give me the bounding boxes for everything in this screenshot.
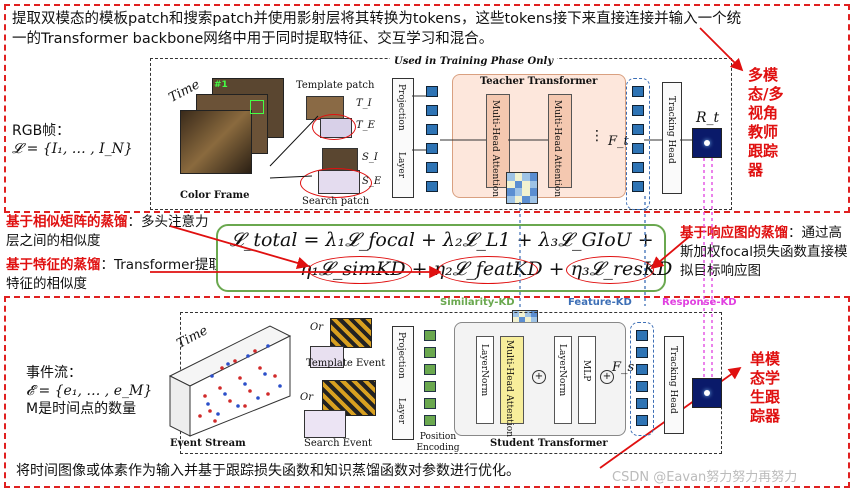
event-title: 事件流： [26, 365, 82, 381]
similarity-kd-label: Similarity-KD [440, 297, 515, 308]
student-feature-kd-outline [630, 322, 654, 436]
similarity-kd-title: 基于相似矩阵的蒸馏 [6, 214, 128, 230]
student-mlp-text: MLP [581, 360, 591, 382]
student-tracking-head-text: Tracking Head [668, 346, 678, 414]
feature-kd-note: 基于特征的蒸馏：Transformer提取特征的相似度 [6, 256, 228, 294]
or-label-1: Or [310, 322, 323, 333]
event-stream-note: 事件流： 𝓔 = {e₁, … , e_M} M是时间点的数量 [26, 364, 176, 418]
feature-kd-title: 基于特征的蒸馏 [6, 257, 101, 273]
student-layernorm-2-text: LayerNorm [557, 344, 567, 397]
student-add-1: + [532, 370, 546, 384]
teacher-transformer-title: Teacher Transformer [480, 76, 598, 87]
teacher-mha-2-text: Multi-Head Attention [552, 100, 562, 197]
rgb-title: RGB帧： [12, 123, 71, 139]
teacher-feature-kd-outline [626, 78, 650, 210]
bottom-description: 将时间图像或体素作为输入并基于跟踪损失函数和知识蒸馏函数对参数进行优化。 [16, 463, 520, 479]
teacher-mha-2 [548, 94, 572, 188]
teacher-projection-text: Projection [396, 84, 406, 131]
student-transformer-title: Student Transformer [490, 438, 608, 449]
te-label: T_E [356, 120, 375, 131]
teacher-rt-label: R_t [696, 110, 720, 126]
template-voxel [330, 318, 372, 348]
search-voxel [322, 380, 376, 416]
ti-label: T_I [356, 98, 372, 109]
teacher-projection-layer [392, 78, 414, 198]
watermark: CSDN @Eavan努力努力再努力 [612, 470, 798, 485]
simkd-highlight [308, 256, 412, 284]
similarity-kd-text: ：多头注意力层之间的相似度 [6, 214, 209, 249]
student-fs-label: F_s [612, 360, 635, 375]
search-event-label: Search Event [304, 438, 373, 449]
student-add-2: + [600, 370, 614, 384]
si-label: S_I [362, 152, 378, 163]
student-projection-text: Projection [396, 332, 406, 379]
event-formula: 𝓔 = {e₁, … , e_M} [26, 383, 153, 399]
response-kd-text: ：通过高斯加权focal损失函数直接模拟目标响应图 [680, 225, 848, 279]
search-event-highlight [300, 168, 372, 198]
teacher-input-tokens [426, 86, 438, 192]
teacher-transformer-block [452, 74, 626, 198]
template-event-frame [310, 346, 344, 368]
teacher-output-tokens [632, 86, 644, 192]
reskd-highlight [566, 256, 654, 284]
template-patch-label: Template patch [296, 80, 375, 91]
color-frame-label: Color Frame [180, 190, 250, 201]
feature-kd-label: Feature-KD [568, 297, 632, 308]
student-tracking-head [664, 336, 684, 434]
student-mlp [578, 336, 596, 424]
teacher-section-frame [4, 4, 850, 213]
student-input-tokens [424, 330, 436, 426]
response-kd-label: Response-KD [662, 297, 737, 308]
teacher-response-map [692, 128, 722, 158]
teacher-ellipsis: ⋮ [590, 128, 604, 144]
frame-marker: #1 [214, 80, 228, 90]
rgb-frames-note: RGB帧： 𝓛 = {I₁, … , I_N} [12, 122, 142, 158]
search-patch-label: Search patch [302, 196, 370, 207]
response-kd-title: 基于响应图的蒸馏 [680, 225, 788, 241]
student-layernorm-2 [554, 336, 572, 424]
student-projection-layer [392, 326, 414, 440]
teacher-tracker-label: 多模态/多视角教师跟踪器 [748, 66, 784, 179]
student-tracker-label: 单模态学生跟踪器 [750, 350, 781, 425]
event-desc: M是时间点的数量 [26, 401, 137, 417]
teacher-ft-label: F_t [608, 134, 629, 149]
target-box [250, 100, 264, 114]
event-stream-label: Event Stream [170, 438, 246, 449]
student-response-map [692, 378, 722, 408]
student-layer-text: Layer [396, 398, 406, 425]
feature-kd-text: ：Transformer提取特征的相似度 [6, 257, 223, 292]
or-label-2: Or [300, 392, 313, 403]
top-description: 提取双模态的模板patch和搜索patch并使用影射层将其转换为tokens，这… [12, 11, 742, 47]
teacher-tracking-head-text: Tracking Head [666, 96, 676, 164]
se-label: S_E [362, 176, 382, 187]
student-layernorm-1 [476, 336, 494, 424]
template-event-highlight [312, 114, 356, 140]
teacher-attention-grid [506, 172, 538, 204]
loss-line-1: 𝓛_total = λ₁𝓛_focal + λ₂𝓛_L1 + λ₃𝓛_GIoU … [230, 229, 654, 251]
student-section-frame [4, 296, 850, 488]
teacher-mha-1-text: Multi-Head Attention [490, 100, 500, 197]
response-kd-note: 基于响应图的蒸馏：通过高斯加权focal损失函数直接模拟目标响应图 [680, 224, 850, 281]
event-stream-cube [168, 325, 292, 437]
student-layernorm-1-text: LayerNorm [479, 344, 489, 397]
rgb-formula: 𝓛 = {I₁, … , I_N} [12, 141, 133, 157]
student-mha [500, 336, 524, 424]
search-event-frame [304, 410, 346, 438]
training-phase-label: Used in Training Phase Only [390, 56, 558, 67]
student-output-tokens [636, 330, 648, 426]
teacher-layer-text: Layer [396, 152, 406, 179]
position-encoding-label: Position Encoding [416, 432, 460, 453]
color-frame-front [180, 110, 252, 174]
teacher-tracking-head [662, 82, 682, 194]
student-mha-text: Multi-Head Attention [504, 340, 514, 437]
template-event-label: Template Event [306, 358, 386, 369]
similarity-kd-note: 基于相似矩阵的蒸馏：多头注意力层之间的相似度 [6, 213, 216, 251]
